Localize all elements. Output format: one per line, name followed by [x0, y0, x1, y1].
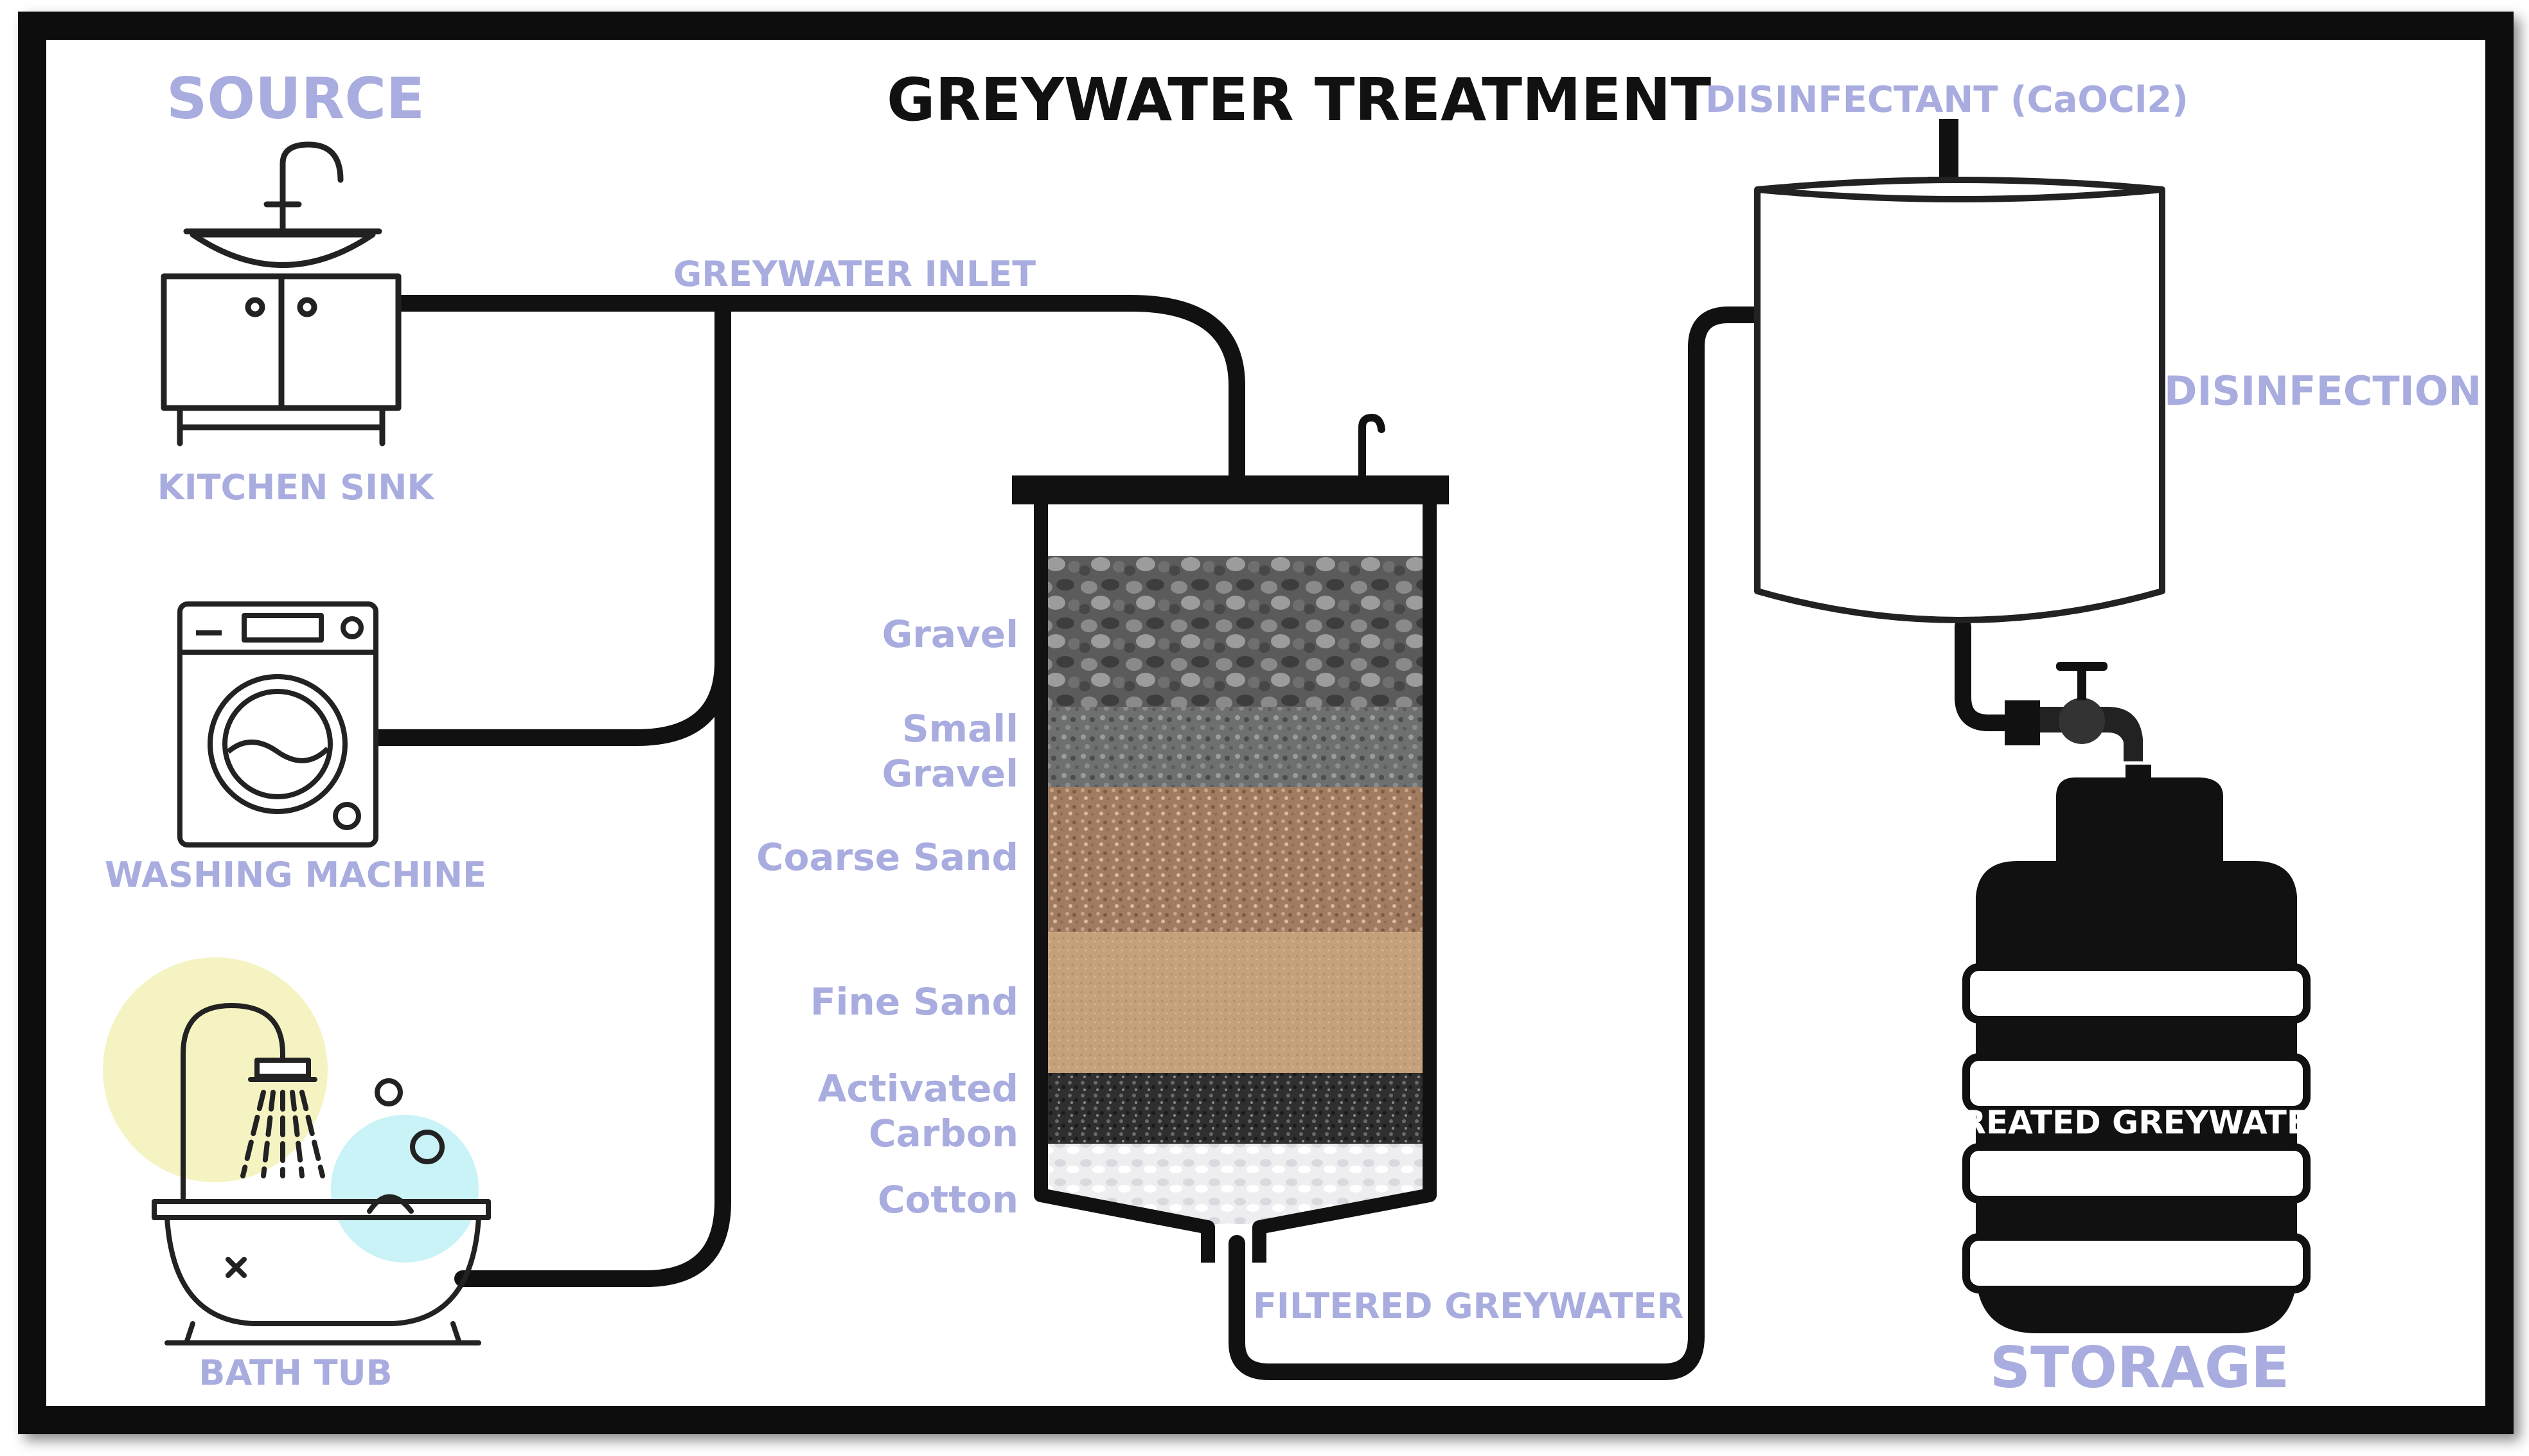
bath-tub-icon [152, 1003, 491, 1345]
filter-vessel [1012, 413, 1449, 1263]
disinfectant-label: DISINFECTANT (CaOCl2) [1705, 79, 2188, 121]
layer-coarse-sand [1047, 787, 1423, 932]
storage-jug-icon [1962, 765, 2311, 1333]
filtered-greywater-label: FILTERED GREYWATER [1253, 1286, 1684, 1326]
washing-machine-icon [177, 601, 378, 848]
washing-machine-label: WASHING MACHINE [105, 855, 486, 895]
diagram-title: GREYWATER TREATMENT [887, 66, 1712, 134]
layer-label-fine-sand: Fine Sand [810, 980, 1018, 1024]
layer-gravel [1047, 556, 1423, 707]
layer-label-cotton: Cotton [877, 1178, 1018, 1221]
layer-label-activated-carbon: Activated Carbon [817, 1067, 1018, 1155]
source-heading: SOURCE [166, 66, 425, 132]
jug-band [1962, 1233, 2311, 1293]
kitchen-sink-icon [161, 141, 402, 447]
layer-label-small-gravel: Small Gravel [882, 707, 1018, 795]
kitchen-sink-label: KITCHEN SINK [157, 467, 434, 508]
pipe-network [371, 295, 2026, 1380]
tank-outlet-pipe [1955, 618, 2026, 731]
layer-fine-sand [1047, 932, 1423, 1073]
jug-band [1962, 1053, 2311, 1114]
cyan-blob [331, 1115, 479, 1263]
inlet-pipe [390, 295, 1245, 493]
jug-band [1962, 1143, 2311, 1203]
greywater-inlet-label: GREYWATER INLET [673, 254, 1036, 294]
disinfection-label: DISINFECTION [2164, 368, 2482, 414]
storage-heading: STORAGE [1989, 1335, 2290, 1401]
vent-icon [1358, 413, 1385, 479]
filtered-pipe [1229, 306, 1766, 1380]
layer-small-gravel [1047, 707, 1423, 787]
layer-label-coarse-sand: Coarse Sand [756, 835, 1018, 879]
washer-pipe [371, 653, 731, 746]
dosing-pipe [1939, 119, 1958, 186]
filter-lid [1012, 475, 1449, 504]
layer-cotton [1047, 1144, 1423, 1224]
layer-label-gravel: Gravel [882, 612, 1018, 656]
layer-activated-carbon [1047, 1073, 1423, 1144]
collector-pipe [454, 295, 731, 1287]
bath-tub-label: BATH TUB [199, 1353, 393, 1393]
jug-band [1962, 963, 2311, 1024]
tap-icon [2005, 662, 2143, 761]
storage-tank-text: TREATED GREYWATER [1939, 1104, 2334, 1141]
disinfection-tank [1754, 119, 2165, 623]
